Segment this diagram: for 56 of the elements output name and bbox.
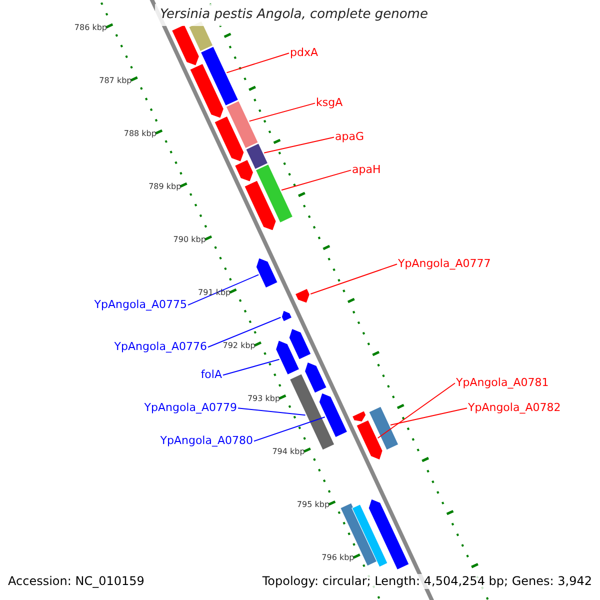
scale-label: 788 kbp [124,129,156,140]
gene-label: YpAngola_A0775 [94,298,187,311]
scale-label: 789 kbp [148,182,182,192]
gene-label: pdxA [290,46,318,59]
scale-label: 787 kbp [99,76,132,86]
gene-feature [244,180,276,231]
gene-feature [214,116,244,162]
scale-label: 794 kbp [272,447,305,458]
gene-feature [288,328,312,360]
leader-line [238,408,306,416]
gene-feature [200,46,239,106]
gene-feature [304,362,328,394]
leader-line [310,264,398,294]
leader-line [281,170,352,191]
gene-label: YpAngola_A0779 [144,401,237,414]
genome-summary-text: Topology: circular; Length: 4,504,254 bp; Genes: 3,942 [260,574,594,589]
leader-line [377,382,456,439]
gene-label: YpAngola_A0776 [114,340,207,353]
gene-feature [368,406,399,450]
scale-label: 790 kbp [173,235,206,246]
gene-feature [256,258,278,288]
leader-line [264,136,334,154]
leader-line [248,102,316,122]
scale-label: 793 kbp [247,394,280,404]
gene-feature [246,143,268,170]
gene-feature [356,420,383,460]
scale-label: 791 kbp [198,288,231,298]
gene-label: apaG [335,130,364,143]
gene-feature [226,100,259,149]
gene-label: ksgA [316,96,343,109]
scale-label: 796 kbp [322,553,354,564]
gene-feature [190,63,224,119]
gene-label: YpAngola_A0780 [160,434,253,447]
scale-label: 792 kbp [222,341,256,352]
gene-feature [352,410,366,422]
leader-line [208,316,282,348]
gene-label: folA [200,368,222,381]
gene-feature [368,498,410,570]
leader-line [222,358,280,376]
accession-text: Accession: NC_010159 [7,574,146,589]
gene-feature [281,310,292,322]
scale-label: 795 kbp [296,500,330,510]
gene-feature [255,164,294,224]
gene-feature [318,392,348,438]
scale-label: 786 kbp [74,23,108,34]
leader-line [188,274,260,306]
gene-label: YpAngola_A0782 [468,401,561,414]
leader-line [390,408,468,426]
gene-feature [171,24,200,66]
gene-label: YpAngola_A0781 [456,376,549,389]
gene-feature [275,340,300,376]
leader-line [254,416,326,442]
gene-label: YpAngola_A0777 [398,257,491,270]
gene-label: apaH [352,163,381,176]
leader-line [226,52,290,74]
gene-feature [294,288,310,304]
